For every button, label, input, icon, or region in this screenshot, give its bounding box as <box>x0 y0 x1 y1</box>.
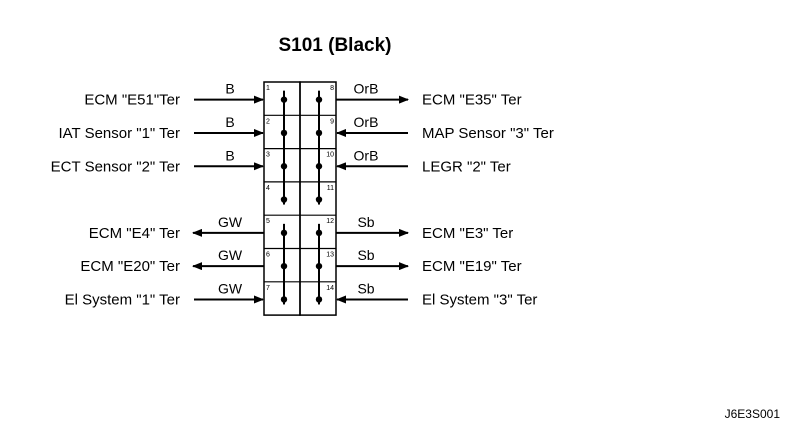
pin-dot <box>280 163 288 170</box>
pin-number: 11 <box>327 185 334 192</box>
pin-number: 4 <box>266 185 270 192</box>
pin-dot <box>315 129 323 137</box>
wire-color-label: B <box>225 114 234 130</box>
pin-number: 1 <box>266 85 270 92</box>
pin-number: 9 <box>330 118 334 125</box>
pin-dot <box>280 96 288 103</box>
terminal-label: ECM "E19" Ter <box>422 258 522 275</box>
wire-color-label: Sb <box>357 280 374 296</box>
right-connection: LEGR "2" Ter OrB <box>336 147 511 175</box>
pin-dot <box>280 296 288 303</box>
pin-number: 6 <box>266 252 270 259</box>
right-connection: ECM "E3" Ter Sb <box>336 214 513 242</box>
right-connection: El System "3" Ter Sb <box>336 280 537 308</box>
terminal-label: ECM "E20" Ter <box>80 258 180 275</box>
wire-color-label: OrB <box>354 81 379 97</box>
wire-color-label: OrB <box>354 147 379 163</box>
pin-dot <box>315 229 323 237</box>
terminal-label: El System "1" Ter <box>65 291 180 308</box>
pin-number: 2 <box>266 118 270 125</box>
terminal-label: ECT Sensor "2" Ter <box>51 158 180 175</box>
wire-color-label: GW <box>218 214 243 230</box>
pin-dot <box>315 262 323 270</box>
pin-dot <box>280 129 288 137</box>
pin-dot <box>315 163 323 170</box>
terminal-label: ECM "E51"Ter <box>84 92 180 109</box>
left-connection: IAT Sensor "1" Ter B <box>58 114 264 142</box>
wire-color-label: Sb <box>357 247 374 263</box>
pin-number: 12 <box>326 218 334 225</box>
diagram-title: S101 (Black) <box>278 35 391 56</box>
pin-dot <box>280 262 288 270</box>
wire-color-label: GW <box>218 247 243 263</box>
pin-dot <box>315 96 323 103</box>
pin-number: 14 <box>326 285 334 292</box>
left-connection: El System "1" Ter GW <box>65 280 264 308</box>
pin-number: 3 <box>266 152 270 159</box>
wire-color-label: Sb <box>357 214 374 230</box>
pin-dot <box>280 229 288 237</box>
terminal-label: ECM "E4" Ter <box>89 225 180 242</box>
wire-color-label: B <box>225 81 234 97</box>
left-connection: ECT Sensor "2" Ter B <box>51 147 264 175</box>
wire-color-label: B <box>225 147 234 163</box>
right-connection: ECM "E19" Ter Sb <box>336 247 522 275</box>
pin-number: 13 <box>326 252 334 259</box>
pin-dot <box>280 196 288 203</box>
left-connection: ECM "E51"Ter B <box>84 81 264 109</box>
wire-color-label: GW <box>218 280 243 296</box>
left-connection: ECM "E20" Ter GW <box>80 247 264 275</box>
terminal-label: El System "3" Ter <box>422 291 537 308</box>
right-connection: ECM "E35" Ter OrB <box>336 81 522 109</box>
pin-dot <box>315 296 323 303</box>
pin-number: 8 <box>330 85 334 92</box>
connector-right-column <box>299 81 337 316</box>
terminal-label: LEGR "2" Ter <box>422 158 511 175</box>
terminal-label: ECM "E35" Ter <box>422 92 522 109</box>
terminal-label: IAT Sensor "1" Ter <box>58 125 180 142</box>
right-connection: MAP Sensor "3" Ter OrB <box>336 114 554 142</box>
connector-body: 1 8 2 9 3 10 4 11 5 12 6 13 7 14 <box>263 81 337 316</box>
pin-dot <box>315 196 323 203</box>
wire-color-label: OrB <box>354 114 379 130</box>
pin-number: 7 <box>266 285 270 292</box>
terminal-label: ECM "E3" Ter <box>422 225 513 242</box>
pin-number: 5 <box>266 218 270 225</box>
figure-code: J6E3S001 <box>725 407 781 421</box>
terminal-label: MAP Sensor "3" Ter <box>422 125 554 142</box>
left-connection: ECM "E4" Ter GW <box>89 214 264 242</box>
pin-number: 10 <box>326 152 334 159</box>
